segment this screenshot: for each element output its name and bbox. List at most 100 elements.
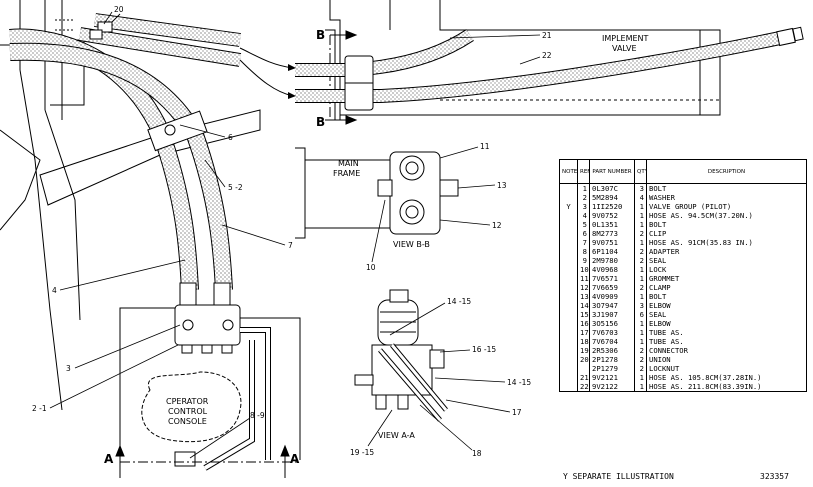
header-ref-no: REF NO [577, 159, 590, 184]
hose-upper-pair [78, 13, 242, 67]
cell-part-number: 7V6704 [589, 337, 635, 346]
section-b-top: B [316, 28, 325, 42]
cell-qty: 2 [634, 283, 647, 292]
implement-valve-label-1: IMPLEMENT [602, 34, 649, 43]
cell-qty: 2 [634, 355, 647, 364]
cell-qty: 6 [634, 310, 647, 319]
cell-note [559, 328, 578, 337]
hose-clip [147, 110, 208, 152]
hose-assembly-22 [295, 26, 804, 103]
cell-ref-no: 8 [577, 247, 590, 256]
cell-note [559, 373, 578, 382]
cell-ref-no: 11 [577, 274, 590, 283]
cell-description: SEAL [646, 310, 807, 319]
callout-6: 6 [228, 133, 233, 142]
cell-note [559, 355, 578, 364]
cell-part-number: 9V2121 [589, 373, 635, 382]
cell-note [559, 301, 578, 310]
cell-note [559, 337, 578, 346]
cell-note [559, 238, 578, 247]
cell-ref-no: 3 [577, 202, 590, 211]
cell-qty: 2 [634, 247, 647, 256]
cell-ref-no: 16 [577, 319, 590, 328]
cell-qty: 1 [634, 373, 647, 382]
cell-part-number: 0L1351 [589, 220, 635, 229]
cell-part-number: 4V0968 [589, 265, 635, 274]
cell-note [559, 211, 578, 220]
callout-4: 4 [52, 286, 57, 295]
cell-ref-no: 7 [577, 238, 590, 247]
cell-note [559, 364, 578, 373]
callout-14-right: 14 -15 [507, 378, 531, 387]
cell-note [559, 229, 578, 238]
header-qty: QTY [634, 159, 647, 184]
cell-description: UNION [646, 355, 807, 364]
cell-part-number: 5M2894 [589, 193, 635, 202]
cell-qty: 1 [634, 319, 647, 328]
hose-assembly-4 [9, 28, 199, 291]
cell-part-number: 3J1907 [589, 310, 635, 319]
cell-qty: 1 [634, 274, 647, 283]
cell-ref-no: 14 [577, 301, 590, 310]
callout-20: 20 [114, 5, 124, 14]
console-label-1: CPERATOR [166, 397, 209, 406]
cell-qty: 2 [634, 256, 647, 265]
cell-ref-no: 9 [577, 256, 590, 265]
view-aa-detail [354, 289, 448, 422]
cell-ref-no: 4 [577, 211, 590, 220]
cell-qty: 1 [634, 211, 647, 220]
callout-16: 16 -15 [472, 345, 496, 354]
cell-part-number: 9V0751 [589, 238, 635, 247]
cell-description: ADAPTER [646, 247, 807, 256]
cell-description: GROMMET [646, 274, 807, 283]
callout-10: 10 [366, 263, 376, 272]
cell-description: LOCK [646, 265, 807, 274]
cell-qty: 2 [634, 229, 647, 238]
cell-ref-no: 2 [577, 193, 590, 202]
cell-description: TUBE AS. [646, 337, 807, 346]
section-a-right: A [290, 452, 300, 466]
callout-12: 12 [492, 221, 502, 230]
cell-qty: 2 [634, 346, 647, 355]
cell-qty: 1 [634, 328, 647, 337]
pilot-valve-group [174, 282, 241, 354]
cell-note [559, 382, 578, 392]
cell-description: TUBE AS. [646, 328, 807, 337]
callout-22: 22 [542, 51, 552, 60]
view-aa-label: VIEW A-A [378, 431, 415, 440]
cell-description: LOCKNUT [646, 364, 807, 373]
cell-part-number: 0L307C [589, 183, 635, 193]
cell-description: CONNECTOR [646, 346, 807, 355]
cell-description: CLIP [646, 229, 807, 238]
cell-description: BOLT [646, 292, 807, 301]
cell-description: VALVE GROUP (PILOT) [646, 202, 807, 211]
callout-7: 7 [288, 241, 293, 250]
cell-qty: 1 [634, 202, 647, 211]
cell-note [559, 274, 578, 283]
cell-part-number: 2M9780 [589, 256, 635, 265]
callout-21: 21 [542, 31, 552, 40]
main-frame-label-1: MAIN [338, 159, 359, 168]
callout-11: 11 [480, 142, 490, 151]
cell-part-number: 4V0909 [589, 292, 635, 301]
cell-part-number: 7V6659 [589, 283, 635, 292]
section-b-bottom: B [316, 115, 325, 129]
cell-qty: 1 [634, 292, 647, 301]
cell-part-number: 9V2122 [589, 382, 635, 392]
callout-19: 19 -15 [350, 448, 374, 457]
cell-description: HOSE AS. 94.5CM(37.20N.) [646, 211, 807, 220]
